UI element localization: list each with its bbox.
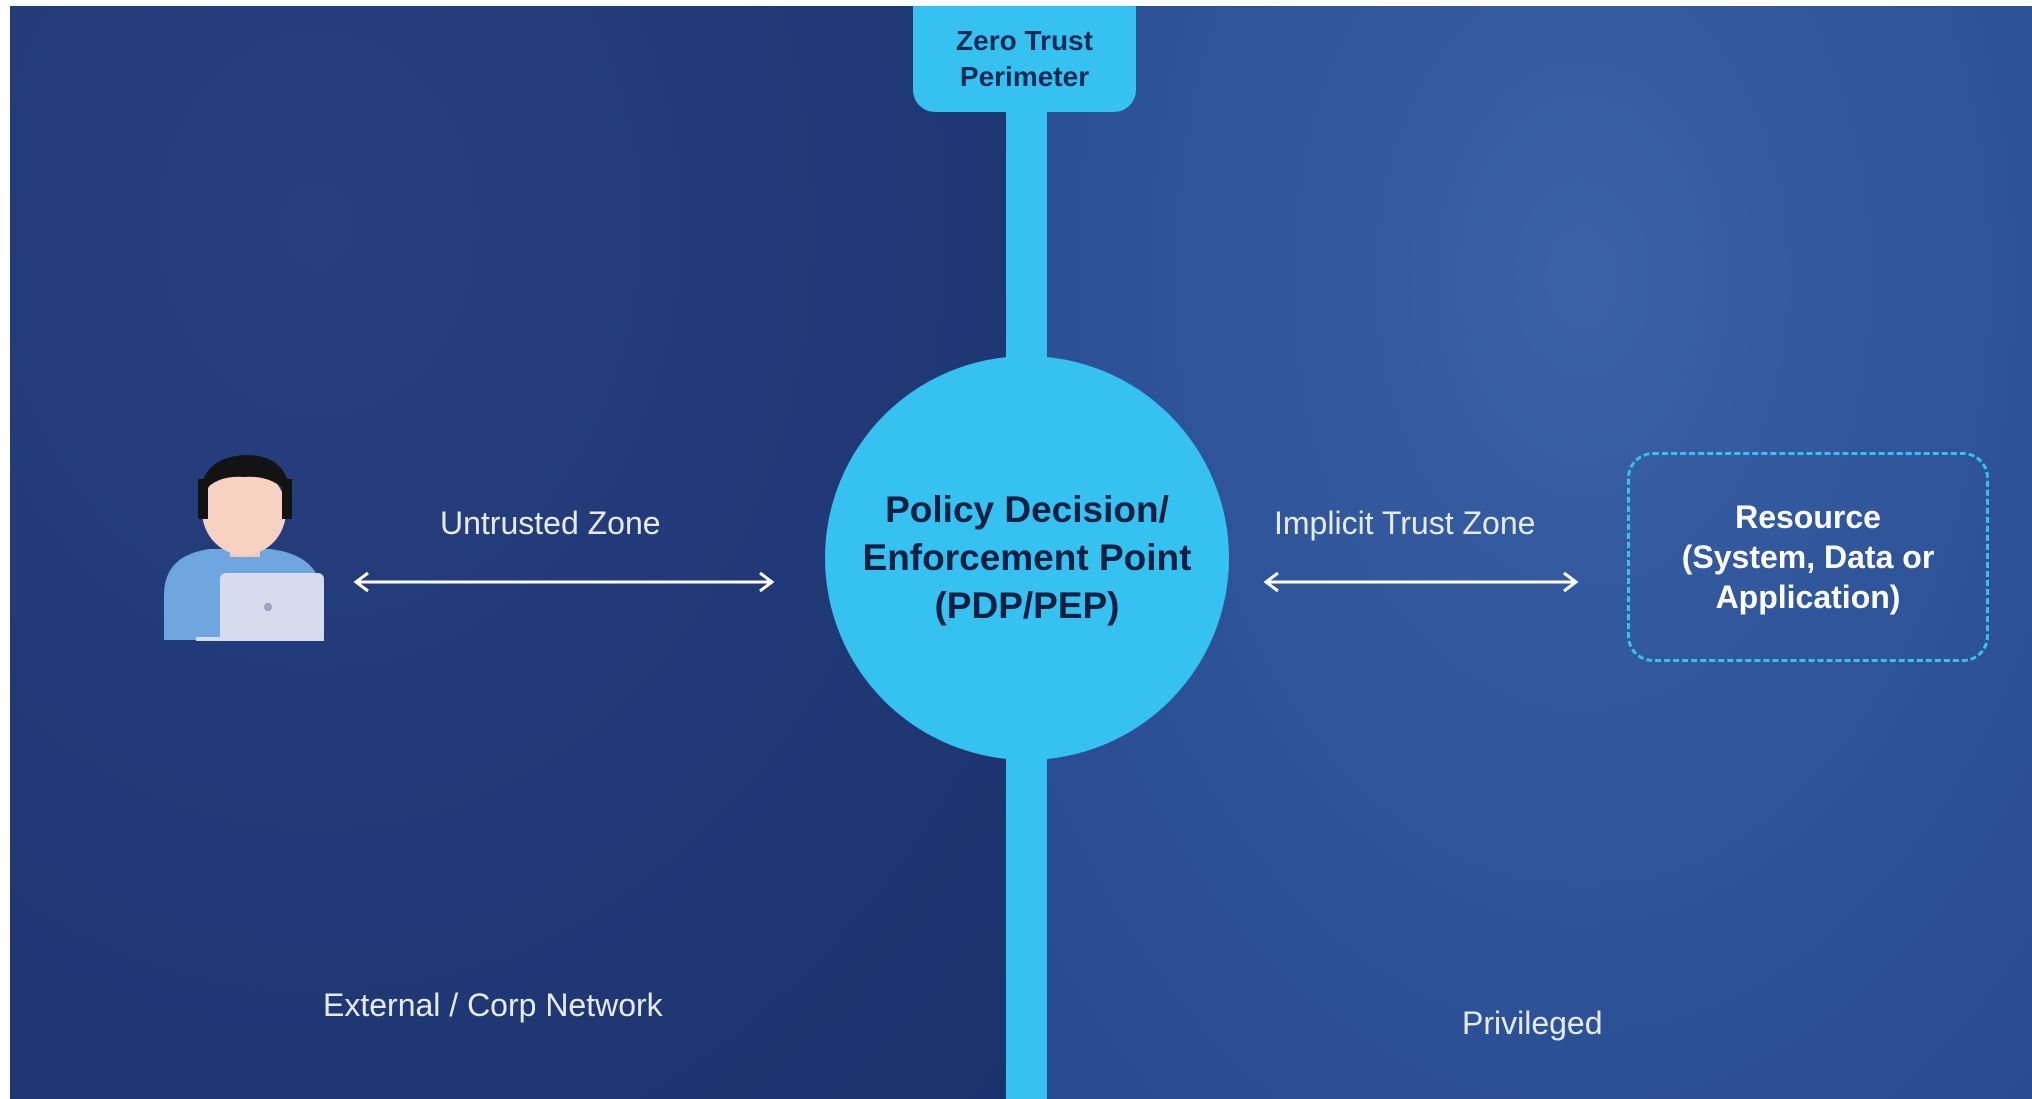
zero-trust-perimeter-label: Zero Trust Perimeter — [913, 6, 1136, 112]
pdp-label-line1: Policy Decision/ — [885, 489, 1169, 530]
perimeter-label-line2: Perimeter — [959, 61, 1090, 92]
resource-node: Resource (System, Data or Application) — [1627, 452, 1989, 662]
pdp-label-line2: Enforcement Point — [862, 537, 1192, 578]
implicit-trust-double-arrow-icon — [1263, 571, 1579, 593]
resource-label-line1: Resource — [1735, 499, 1881, 535]
untrusted-double-arrow-icon — [353, 571, 775, 593]
resource-label-line2: (System, Data or — [1681, 539, 1935, 575]
user-with-laptop-icon — [164, 455, 324, 641]
implicit-trust-zone-label: Implicit Trust Zone — [1274, 505, 1536, 541]
privileged-zone-label: Privileged — [1462, 1005, 1603, 1041]
pdp-label-line3: (PDP/PEP) — [934, 585, 1120, 626]
perimeter-label-line1: Zero Trust — [956, 25, 1093, 56]
resource-label-line3: Application) — [1715, 579, 1901, 615]
policy-decision-point-node: Policy Decision/ Enforcement Point (PDP/… — [825, 356, 1229, 760]
untrusted-zone-label: Untrusted Zone — [440, 505, 661, 541]
external-network-label: External / Corp Network — [323, 987, 663, 1023]
